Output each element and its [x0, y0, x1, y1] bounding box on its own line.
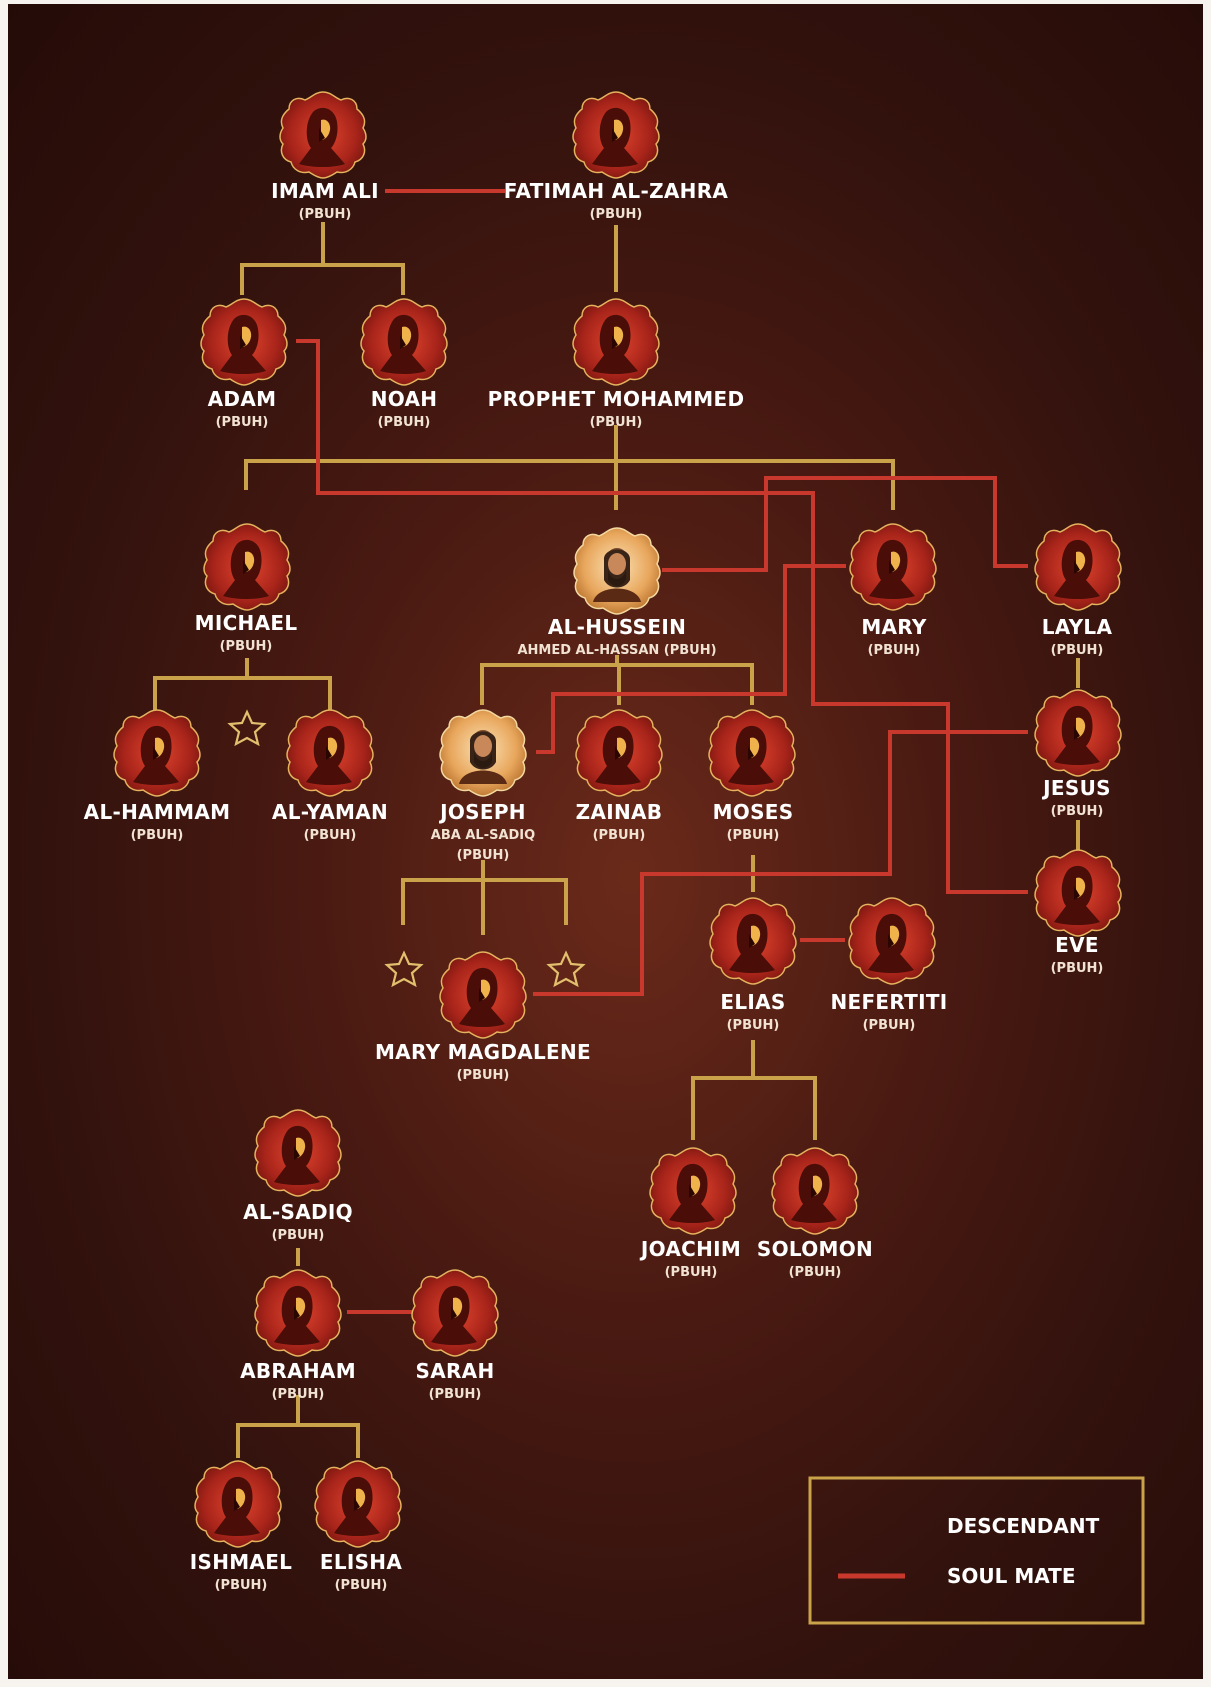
- joachim-medallion: [649, 1147, 737, 1235]
- name-label: MOSES: [713, 800, 794, 824]
- fatimah-medallion: [572, 91, 660, 179]
- title-label: (PBUH): [335, 1578, 388, 1593]
- name-label: MARY MAGDALENE: [375, 1040, 591, 1064]
- title-label: (PBUH): [863, 1018, 916, 1033]
- nefertiti-medallion: [848, 897, 936, 985]
- title-label: (PBUH): [1051, 804, 1104, 819]
- abraham-medallion: [254, 1269, 342, 1357]
- title-label: AHMED AL-HASSAN (PBUH): [517, 643, 716, 658]
- imam-ali-medallion: [279, 91, 367, 179]
- name-label: NEFERTITI: [830, 990, 947, 1014]
- adam-medallion: [200, 298, 288, 386]
- title-label: (PBUH): [727, 1018, 780, 1033]
- name-label: AL-SADIQ: [243, 1200, 353, 1224]
- name-label: ELISHA: [320, 1550, 402, 1574]
- name-label: MARY: [861, 615, 927, 639]
- name-label: ABRAHAM: [240, 1359, 356, 1383]
- title-label: (PBUH): [216, 415, 269, 430]
- zainab-medallion: [575, 709, 663, 797]
- legend-frame: [808, 1476, 1145, 1625]
- title-label: (PBUH): [789, 1265, 842, 1280]
- name-label: EVE: [1055, 933, 1099, 957]
- title-label: (PBUH): [868, 643, 921, 658]
- title-label: (PBUH): [457, 848, 510, 863]
- star-icon: [547, 951, 585, 987]
- name-label: JOSEPH: [438, 800, 526, 824]
- name-label: MICHAEL: [195, 611, 298, 635]
- hammam-medallion: [113, 709, 201, 797]
- title-label: (PBUH): [590, 415, 643, 430]
- name-label: FATIMAH AL-ZAHRA: [504, 179, 729, 203]
- title-label: (PBUH): [457, 1068, 510, 1083]
- title-label: (PBUH): [727, 828, 780, 843]
- name-label: ZAINAB: [576, 800, 663, 824]
- legend-descendant-label: DESCENDANT: [947, 1514, 1100, 1538]
- jesus-medallion: [1034, 689, 1122, 777]
- joseph-medallion: [439, 709, 527, 797]
- soulmate-connectors: [296, 189, 1028, 1314]
- name-label: ELIAS: [720, 990, 785, 1014]
- name-label: ISHMAEL: [190, 1550, 292, 1574]
- star-icon: [385, 951, 423, 987]
- al-sadiq-medallion: [254, 1109, 342, 1197]
- yaman-medallion: [286, 709, 374, 797]
- mary-magdalene-medallion: [439, 951, 527, 1039]
- eve-medallion: [1034, 849, 1122, 937]
- title-label: (PBUH): [429, 1387, 482, 1402]
- title-label: (PBUH): [220, 639, 273, 654]
- name-label: LAYLA: [1042, 615, 1113, 639]
- michael-medallion: [203, 523, 291, 611]
- title-label: (PBUH): [304, 828, 357, 843]
- star-icon: [228, 710, 266, 746]
- layla-medallion: [1034, 523, 1122, 611]
- name-label: PROPHET MOHAMMED: [488, 387, 745, 411]
- name-label: SARAH: [416, 1359, 495, 1383]
- title-label: (PBUH): [215, 1578, 268, 1593]
- name-label: JESUS: [1041, 776, 1111, 800]
- title-label: (PBUH): [590, 207, 643, 222]
- name-label: NOAH: [371, 387, 438, 411]
- legend-soulmate-label: SOUL MATE: [947, 1564, 1076, 1588]
- title-label: (PBUH): [272, 1228, 325, 1243]
- name-label: AL-YAMAN: [272, 800, 388, 824]
- name-label: ADAM: [208, 387, 277, 411]
- person-labels: IMAM ALI (PBUH) FATIMAH AL-ZAHRA (PBUH) …: [84, 179, 1113, 1593]
- name-label: IMAM ALI: [271, 179, 379, 203]
- title-label: ABA AL-SADIQ: [431, 828, 535, 843]
- name-label: JOACHIM: [639, 1237, 741, 1261]
- mary-medallion: [849, 523, 937, 611]
- title-label: (PBUH): [131, 828, 184, 843]
- elias-medallion: [709, 897, 797, 985]
- mohammed-medallion: [572, 298, 660, 386]
- hussein-medallion: [573, 527, 661, 615]
- title-label: (PBUH): [378, 415, 431, 430]
- name-label: SOLOMON: [757, 1237, 873, 1261]
- title-label: (PBUH): [299, 207, 352, 222]
- name-label: AL-HUSSEIN: [548, 615, 686, 639]
- solomon-medallion: [771, 1147, 859, 1235]
- noah-medallion: [360, 298, 448, 386]
- title-label: (PBUH): [1051, 643, 1104, 658]
- sarah-medallion: [411, 1269, 499, 1357]
- elisha-medallion: [314, 1460, 402, 1548]
- title-label: (PBUH): [272, 1387, 325, 1402]
- ishmael-medallion: [194, 1460, 282, 1548]
- title-label: (PBUH): [665, 1265, 718, 1280]
- legend: DESCENDANT SOUL MATE: [808, 1476, 1145, 1625]
- name-label: AL-HAMMAM: [84, 800, 231, 824]
- title-label: (PBUH): [1051, 961, 1104, 976]
- moses-medallion: [708, 709, 796, 797]
- title-label: (PBUH): [593, 828, 646, 843]
